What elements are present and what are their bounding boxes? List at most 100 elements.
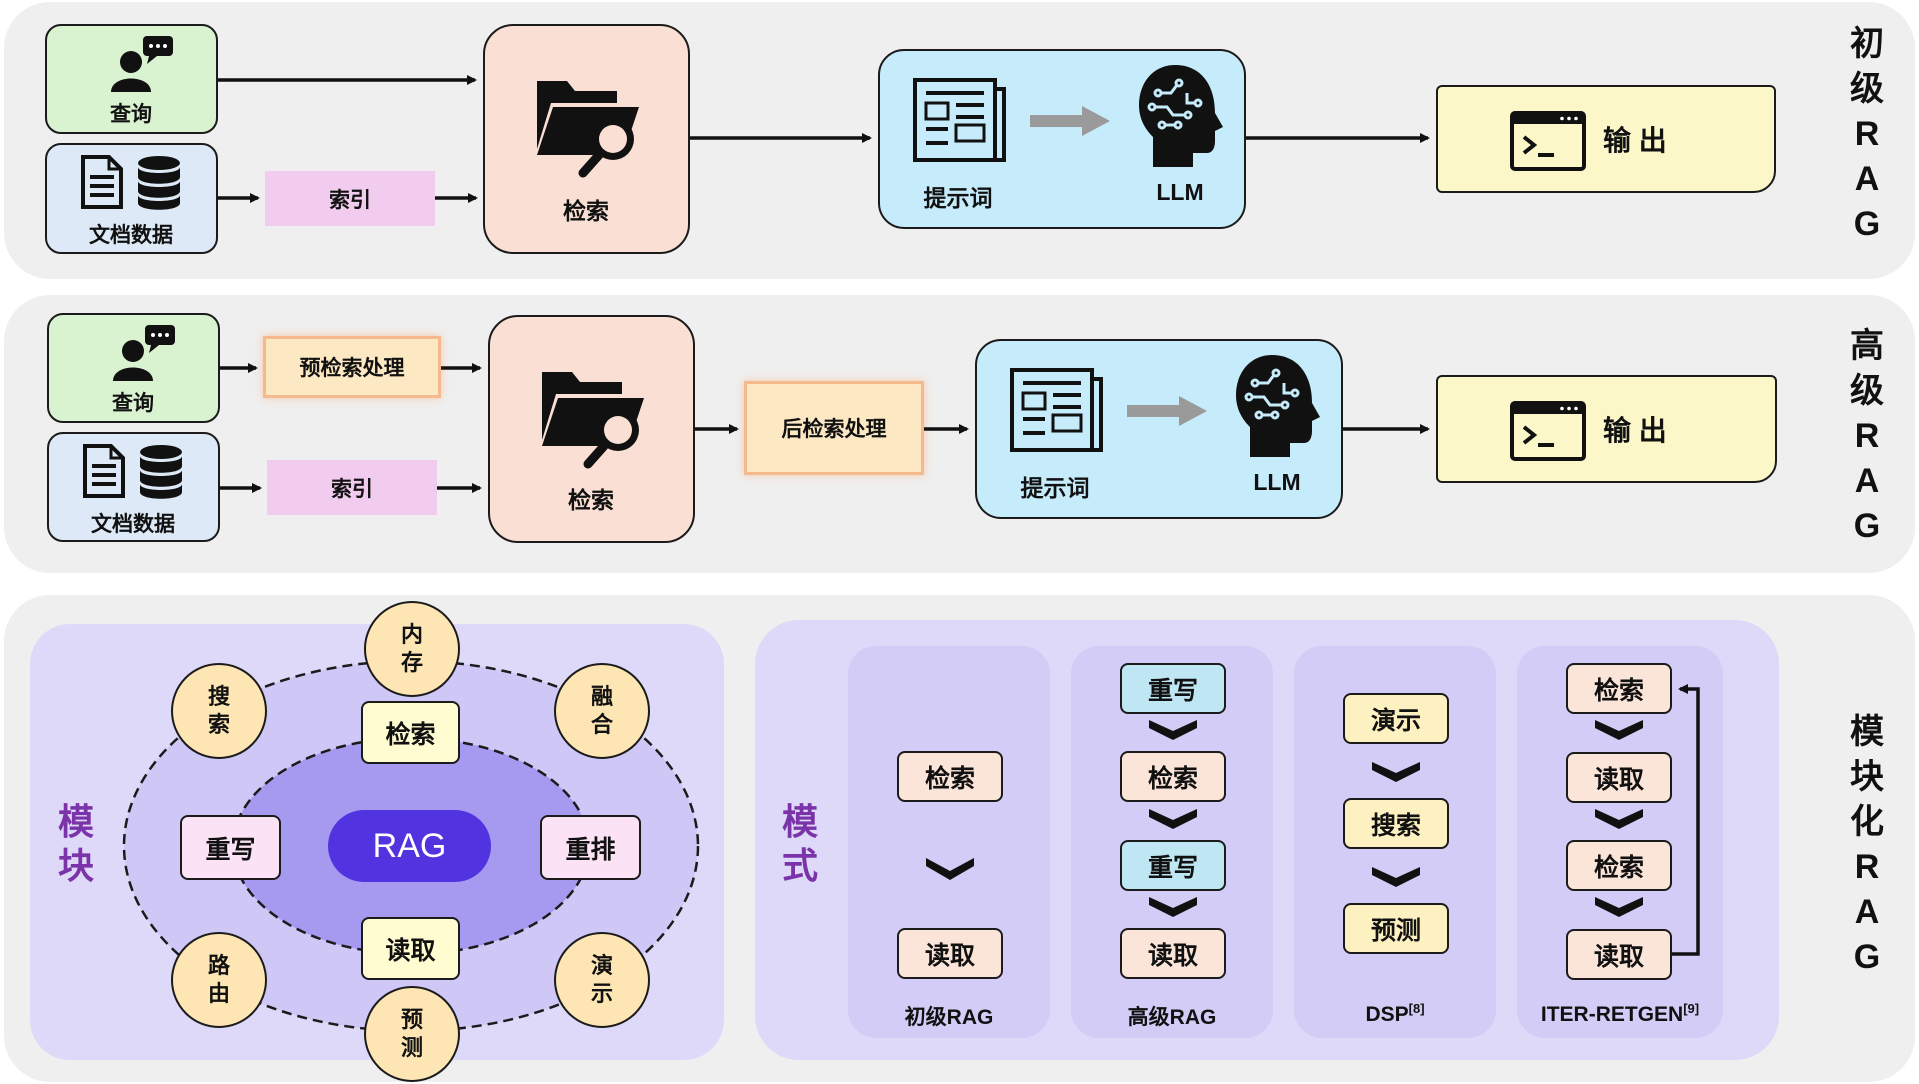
pattern-advanced-step: 读取 bbox=[1120, 928, 1226, 979]
advanced-output-label: 输 出 bbox=[1603, 415, 1667, 446]
step-label: 预测 bbox=[1370, 916, 1421, 945]
naive-output-box: 输 出 bbox=[1436, 85, 1776, 193]
title-char: 块 bbox=[1850, 758, 1884, 796]
naive-prompt-llm-box: 提示词 LLM bbox=[878, 49, 1246, 229]
step-label: 重写 bbox=[1147, 676, 1198, 705]
step-label: 检索 bbox=[1593, 676, 1644, 705]
module-char: 测 bbox=[400, 1035, 423, 1060]
user-chat-icon bbox=[113, 325, 175, 381]
title-char: 块 bbox=[57, 845, 94, 886]
module-char: 存 bbox=[400, 650, 423, 675]
step-label: 读取 bbox=[924, 941, 975, 970]
title-char: 初 bbox=[1850, 25, 1884, 63]
citation-ref: [8] bbox=[1408, 1001, 1425, 1016]
step-label: 检索 bbox=[924, 764, 975, 793]
title-char: G bbox=[1853, 205, 1881, 243]
advanced-prompt-llm-box: 提示词 LLM bbox=[975, 339, 1343, 519]
pattern-advanced-step: 检索 bbox=[1120, 751, 1226, 802]
naive-retrieve-box: 检索 bbox=[483, 24, 690, 254]
title-char: G bbox=[1853, 507, 1881, 545]
title-char: A bbox=[1854, 160, 1880, 198]
advanced-index-label: 索引 bbox=[331, 477, 373, 501]
title-char: R bbox=[1854, 848, 1880, 886]
pattern-name: DSP bbox=[1365, 1003, 1409, 1026]
advanced-output-box: 输 出 bbox=[1436, 375, 1777, 483]
chevron-down-icon bbox=[1149, 720, 1197, 740]
step-label: 读取 bbox=[1593, 942, 1644, 971]
chevron-down-icon bbox=[1372, 762, 1420, 782]
title-char: G bbox=[1853, 938, 1881, 976]
module-fusion: 融 合 bbox=[554, 663, 650, 759]
patterns-title: 模 式 bbox=[778, 800, 822, 888]
folder-search-icon bbox=[542, 372, 644, 469]
ai-brain-head-icon bbox=[1236, 355, 1320, 457]
module-char: 合 bbox=[590, 712, 613, 737]
title-char: A bbox=[1854, 893, 1880, 931]
module-search: 搜 索 bbox=[171, 663, 267, 759]
module-demonstrate: 演 示 bbox=[554, 932, 650, 1028]
module-routing: 路 由 bbox=[171, 932, 267, 1028]
advanced-rag-title: 高 级 R A G bbox=[1842, 324, 1892, 549]
naive-retrieve-label: 检索 bbox=[563, 198, 609, 224]
module-rerank: 重排 bbox=[540, 815, 641, 880]
step-label: 检索 bbox=[1593, 853, 1644, 882]
arrow-right-icon bbox=[1030, 106, 1110, 136]
pattern-dsp-label: DSP[8] bbox=[1294, 1001, 1496, 1027]
module-label: 读取 bbox=[385, 936, 436, 965]
citation-ref: [9] bbox=[1683, 1001, 1700, 1016]
module-predict: 预 测 bbox=[364, 986, 460, 1082]
advanced-retrieve-box: 检索 bbox=[488, 315, 695, 543]
pattern-iter-step: 检索 bbox=[1566, 840, 1672, 891]
pattern-iter-step: 检索 bbox=[1566, 663, 1672, 714]
pattern-iter-retgen-label: ITER-RETGEN[9] bbox=[1517, 1001, 1723, 1027]
module-char: 路 bbox=[207, 953, 230, 978]
chevron-down-icon bbox=[926, 858, 974, 880]
pattern-iter-step: 读取 bbox=[1566, 752, 1672, 803]
naive-query-label: 查询 bbox=[110, 103, 152, 126]
pattern-advanced-label: 高级RAG bbox=[1127, 1006, 1217, 1029]
naive-llm-label: LLM bbox=[1156, 179, 1204, 205]
advanced-docs-label: 文档数据 bbox=[91, 513, 175, 536]
pattern-dsp-step: 搜索 bbox=[1343, 798, 1449, 849]
pattern-advanced-step: 重写 bbox=[1120, 840, 1226, 891]
chevron-down-icon bbox=[1595, 897, 1643, 917]
module-char: 融 bbox=[590, 684, 613, 709]
naive-docs-label: 文档数据 bbox=[89, 224, 173, 247]
advanced-llm-label: LLM bbox=[1253, 469, 1301, 495]
post-retrieval-box: 后检索处理 bbox=[744, 381, 924, 475]
ai-brain-head-icon bbox=[1139, 65, 1223, 167]
terminal-icon bbox=[1510, 401, 1586, 461]
post-retrieval-label: 后检索处理 bbox=[781, 418, 887, 441]
module-label: 检索 bbox=[385, 720, 436, 749]
step-label: 检索 bbox=[1147, 764, 1198, 793]
arrow-right-icon bbox=[1127, 396, 1207, 426]
user-chat-icon bbox=[111, 36, 173, 92]
modular-rag-title: 模 块 化 R A G bbox=[1842, 710, 1892, 980]
newspaper-prompt-icon bbox=[913, 78, 1006, 162]
document-database-icon bbox=[83, 444, 182, 499]
title-char: A bbox=[1854, 462, 1880, 500]
advanced-retrieve-label: 检索 bbox=[568, 487, 614, 513]
step-label: 读取 bbox=[1147, 941, 1198, 970]
pre-retrieval-box: 预检索处理 bbox=[263, 336, 441, 398]
loop-arrow bbox=[1672, 684, 1700, 956]
title-char: 高 bbox=[1850, 327, 1884, 365]
chevron-group bbox=[926, 720, 1643, 917]
module-char: 索 bbox=[207, 712, 230, 737]
pattern-naive-step: 读取 bbox=[897, 928, 1003, 979]
pattern-dsp-step: 演示 bbox=[1343, 693, 1449, 744]
rag-center-pill: RAG bbox=[328, 810, 491, 882]
pattern-iter-step: 读取 bbox=[1566, 929, 1672, 980]
module-char: 预 bbox=[400, 1007, 423, 1032]
pattern-advanced-step: 重写 bbox=[1120, 663, 1226, 714]
naive-index-box: 索引 bbox=[265, 171, 435, 226]
module-label: 重写 bbox=[205, 835, 256, 864]
title-char: 化 bbox=[1850, 803, 1884, 841]
pattern-naive-label: 初级RAG bbox=[904, 1006, 994, 1029]
advanced-query-label: 查询 bbox=[112, 392, 154, 415]
chevron-down-icon bbox=[1595, 720, 1643, 740]
naive-output-label: 输 出 bbox=[1603, 125, 1667, 156]
pattern-dsp-step: 预测 bbox=[1343, 903, 1449, 954]
title-char: 级 bbox=[1850, 70, 1884, 108]
